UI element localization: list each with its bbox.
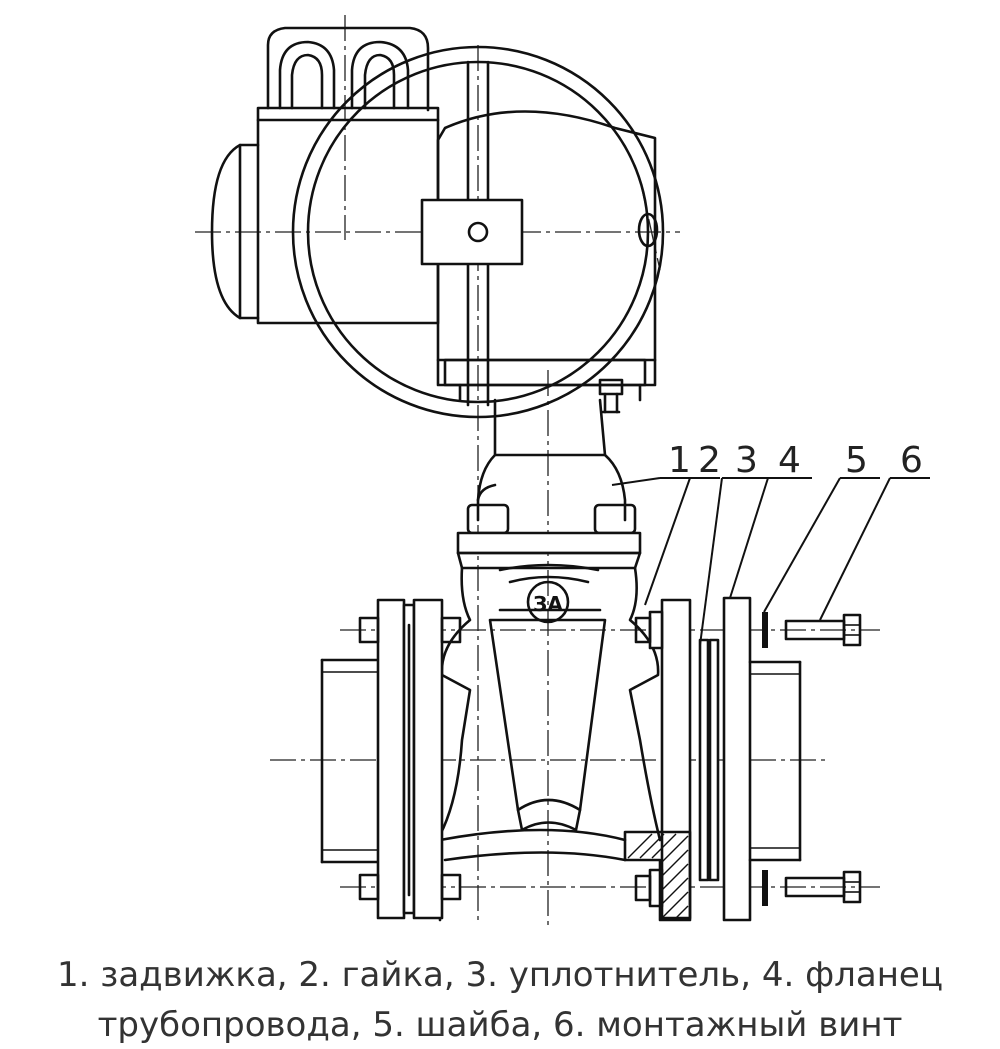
nut-top: [648, 610, 664, 650]
washer-top: [762, 612, 768, 648]
washer-bottom: [762, 870, 768, 906]
logo-text: ЗА: [533, 592, 563, 616]
screw-bottom: [784, 870, 862, 904]
valve-bonnet: [456, 398, 642, 584]
caption-line-1: 1. задвижка, 2. гайка, 3. уплотнитель, 4…: [57, 955, 943, 995]
leader-lines: [611, 477, 930, 646]
caption-line-2: трубопровода, 5. шайба, 6. монтажный вин…: [97, 1005, 903, 1045]
valve-assembly-drawing: ЗА: [195, 15, 930, 930]
actuator: [210, 26, 657, 414]
manufacturer-logo-icon: [526, 580, 570, 624]
valve-body: ЗА: [438, 566, 662, 922]
pipeline-flange: [722, 596, 752, 922]
callout-1: 1: [668, 440, 691, 481]
right-connection: [623, 596, 862, 922]
gasket: [698, 638, 710, 882]
callout-4: 4: [778, 440, 801, 481]
left-flange: [320, 598, 462, 920]
screw-top: [784, 613, 862, 647]
callout-2: 2: [698, 440, 721, 481]
callout-3: 3: [735, 440, 758, 481]
callout-6: 6: [900, 440, 923, 481]
handwheel: [291, 45, 665, 419]
callout-5: 5: [845, 440, 868, 481]
